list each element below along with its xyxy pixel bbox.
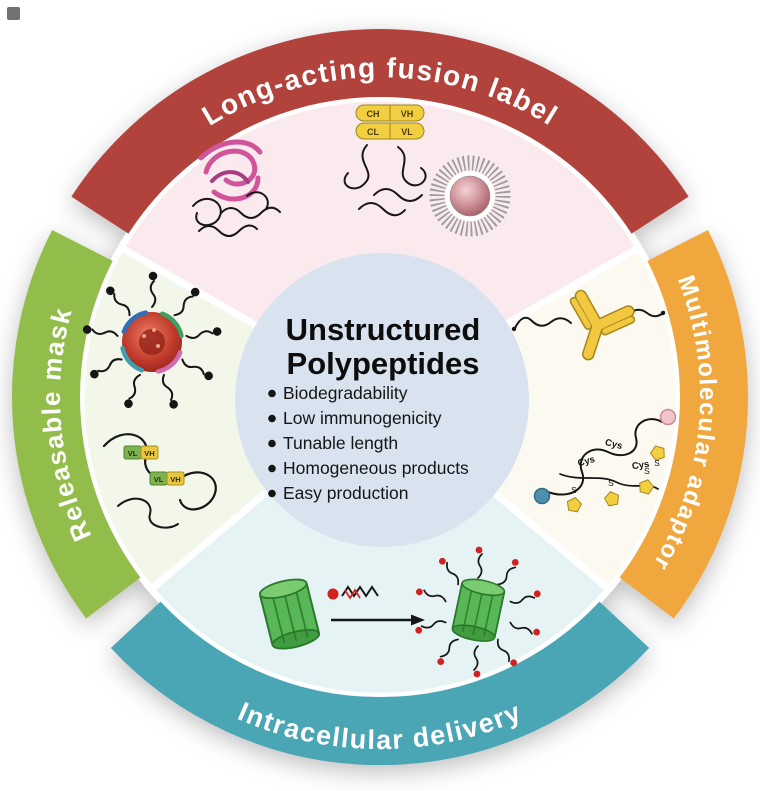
vl-domain-label: VL (401, 127, 413, 137)
sulfur-label: S (608, 478, 614, 488)
vh-domain-label: VH (401, 109, 414, 119)
cys-residue-label: Cys (577, 454, 597, 469)
bullet-item: Easy production (283, 483, 409, 503)
sulfur-label: S (571, 485, 577, 495)
cl-domain-label: CL (367, 127, 379, 137)
vl-mask-label: VL (128, 449, 138, 458)
vl-mask-label: VL (154, 475, 164, 484)
decorated-gfp-icon (415, 546, 541, 678)
quadrant-top (117, 94, 643, 401)
center-title-line1: Unstructured (286, 312, 481, 347)
masked-chains-icon: VL VH VL VH (102, 433, 217, 529)
cys-residue-label: Cys (631, 459, 650, 472)
vh-mask-label: VH (144, 449, 154, 458)
nanoparticle-icon (82, 271, 222, 409)
liposome-icon (429, 155, 511, 237)
sulfur-label: S (644, 466, 650, 476)
cys-residue-label: Cys (604, 437, 624, 452)
bullet-dot (268, 464, 276, 473)
ch-domain-label: CH (367, 109, 380, 119)
sulfur-label: S (654, 458, 660, 468)
bullet-dot (268, 389, 276, 398)
chain-end-dot-pink (659, 408, 677, 426)
bullet-item: Tunable length (283, 433, 398, 453)
bullet-dot (268, 439, 276, 448)
bullet-item: Biodegradability (283, 383, 408, 403)
antibody-fragment-icon: CH VH CL VL (343, 104, 427, 217)
polymer-zigzag (341, 585, 379, 598)
bullet-item: Homogeneous products (283, 458, 469, 478)
ring-segment-right (619, 229, 748, 619)
ring-segment-top (71, 29, 689, 234)
ring-segment-left (12, 229, 141, 619)
conjugation-reaction (327, 585, 425, 626)
vh-mask-label: VH (170, 475, 180, 484)
bullet-dot (268, 489, 276, 498)
ring-segment-bottom (110, 601, 650, 766)
cys-polypeptide-icon: Cys Cys Cys S S S S (533, 408, 677, 513)
folded-protein-icon (192, 139, 281, 237)
antibody-icon (511, 289, 666, 361)
bullet-item: Low immunogenicity (283, 408, 442, 428)
chain-end-dot-blue (533, 487, 551, 505)
corner-watermark (7, 7, 20, 20)
center-circle (235, 253, 529, 547)
gfp-protein-icon (258, 578, 321, 650)
center-title-line2: Polypeptides (287, 346, 480, 381)
red-dye-dot (327, 588, 339, 600)
bullet-dot (268, 414, 276, 423)
